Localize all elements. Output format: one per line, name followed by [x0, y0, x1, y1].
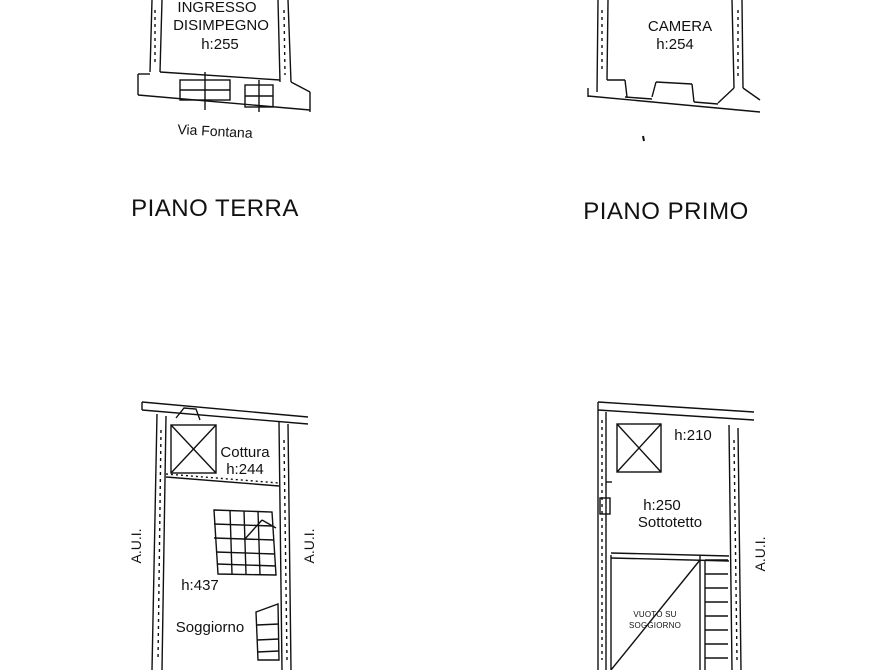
room-height-corner: h:210 [674, 427, 712, 444]
room-height-cottura: h:244 [226, 461, 264, 478]
aui-label-left-outer: A.U.I. [128, 528, 144, 564]
room-height-soggiorno: h:437 [181, 577, 219, 594]
plan-lower-right [597, 401, 755, 670]
room-label-sottotetto: Sottotetto [637, 514, 703, 531]
floor-heading-piano-terra: PIANO TERRA [131, 195, 299, 222]
room-label-camera: CAMERA [647, 18, 713, 35]
floor-heading-piano-primo: PIANO PRIMO [583, 198, 749, 225]
void-label-line2: SOGGIORNO [628, 621, 682, 630]
room-label-cottura: Cottura [220, 444, 270, 461]
void-label-line1: VUOTO SU [633, 610, 677, 619]
plan-ground-floor [137, 0, 311, 112]
room-label-ingresso: INGRESSO [177, 0, 257, 16]
plan-first-floor [587, 0, 761, 142]
plan-lower-left [141, 401, 309, 670]
room-height-camera: h:254 [656, 36, 694, 53]
room-height-ingresso: h:255 [201, 36, 239, 53]
aui-label-right: A.U.I. [752, 536, 768, 572]
aui-label-left-inner: A.U.I. [301, 528, 317, 564]
room-label-soggiorno: Soggiorno [175, 619, 245, 636]
room-label-disimpegno: DISIMPEGNO [173, 17, 269, 34]
room-height-sottotetto: h:250 [643, 497, 681, 514]
